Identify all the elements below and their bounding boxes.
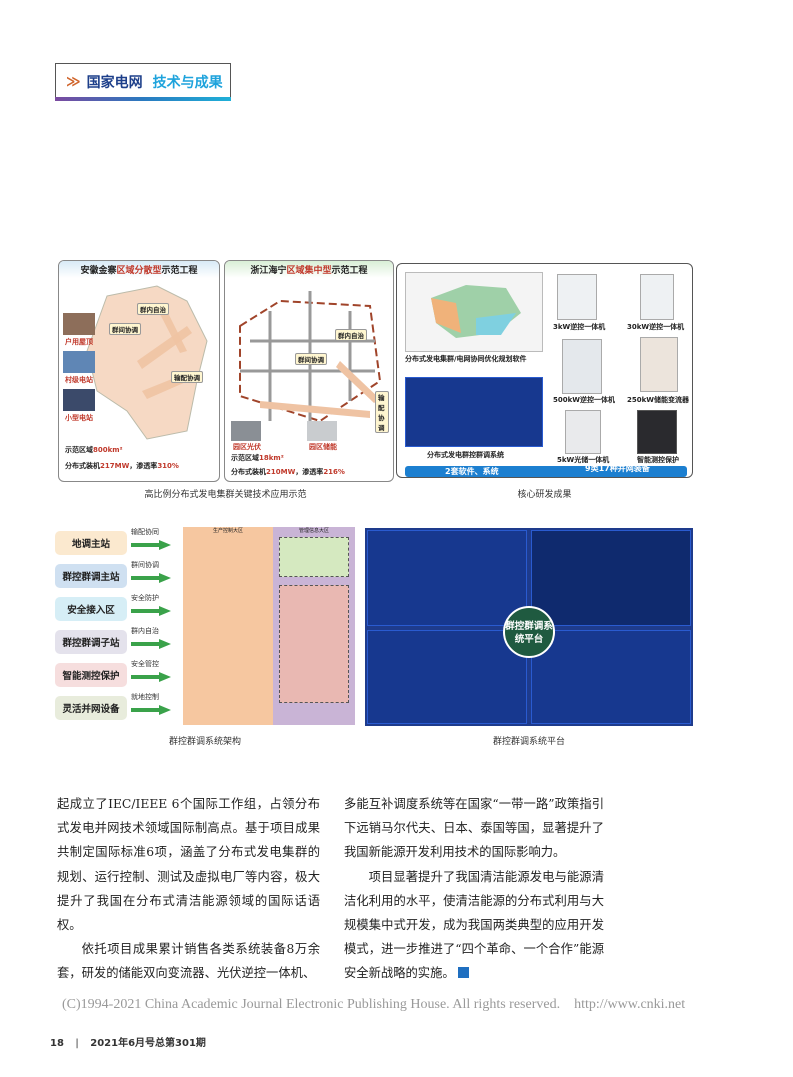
platform-screenshots: 群控群调系统平台 (365, 528, 693, 726)
photo-label: 村级电站 (65, 376, 93, 384)
layer-box: 安全接入区 (55, 597, 127, 621)
management-zone: 管理信息大区 (273, 527, 355, 725)
stat-area: 示范区域18km² (231, 454, 284, 462)
subsection-name: 技术与成果 (152, 74, 223, 91)
photo (231, 421, 261, 441)
map-label: 群内自治 (335, 329, 367, 341)
arrow-icon (131, 672, 171, 682)
arrow-icon (131, 705, 171, 715)
text-column-left: 起成立了IEC/IEEE 6个国际工作组，占领分布式发电并网技术领域国际制高点。… (57, 792, 320, 986)
photo-label: 园区光伏 (233, 443, 261, 451)
photo-label: 小型电站 (65, 414, 93, 422)
photo (63, 351, 95, 373)
results-banner: 2套软件、系统 9类17种并网装备 (405, 464, 687, 477)
figure2-caption: 核心研发成果 (517, 490, 572, 500)
banner-right: 9类17种并网装备 (585, 464, 650, 473)
haining-map-panel: 浙江海宁区域集中型示范工程 群内自治 群间协调 输配协调 园区光伏 园区储能 示… (224, 260, 394, 482)
layer-action: 安全防护 (131, 594, 159, 602)
core-results-panel: 分布式发电集群/电网协同优化规划软件 分布式发电群控群调系统 3kW逆控一体机 … (396, 263, 693, 478)
jinzhai-map-panel: 安徽金寨区域分散型示范工程 群内自治 群间协调 输配协调 户用屋顶 村级电站 小… (58, 260, 220, 482)
device-label: 智能测控保护 (637, 456, 679, 464)
stat-capacity: 分布式装机210MW，渗透率216% (231, 468, 345, 476)
photo (63, 389, 95, 411)
copyright-notice: (C)1994-2021 China Academic Journal Elec… (62, 997, 686, 1012)
layer-box: 智能测控保护 (55, 663, 127, 687)
chevron-icon: ≫ (66, 73, 81, 90)
layer-action: 就地控制 (131, 693, 159, 701)
section-tag: ≫ 国家电网 技术与成果 (55, 63, 231, 99)
layer-box: 灵活并网设备 (55, 696, 127, 720)
device-label: 3kW逆控一体机 (553, 323, 606, 331)
screen-topright (531, 530, 691, 626)
footer-separator: | (75, 1038, 79, 1049)
screen-bottomright (531, 630, 691, 724)
layer-box: 群控群调子站 (55, 630, 127, 654)
page-footer: 18 | 2021年6月号总第301期 (50, 1034, 206, 1049)
paragraph: 起成立了IEC/IEEE 6个国际工作组，占领分布式发电并网技术领域国际制高点。… (57, 797, 320, 933)
end-mark-icon (457, 967, 469, 979)
map-label: 群间协调 (109, 323, 141, 335)
issue-info: 2021年6月号总第301期 (90, 1038, 206, 1049)
layer-action: 群内自治 (131, 627, 159, 635)
device-image (640, 274, 674, 320)
paragraph: 依托项目成果累计销售各类系统装备8万余套，研发的储能双向变流器、光伏逆控一体机、 (57, 942, 320, 981)
software-label: 分布式发电集群/电网协同优化规划软件 (405, 355, 527, 363)
screen-topleft (367, 530, 527, 626)
layer-box: 地调主站 (55, 531, 127, 555)
planning-software-screenshot (405, 272, 543, 352)
layer-action: 群间协调 (131, 561, 159, 569)
layer-box: 群控群调主站 (55, 564, 127, 588)
map-image (239, 291, 382, 431)
zone-label: 管理信息大区 (298, 528, 329, 534)
architecture-diagram: 地调主站 输配协同 群控群调主站 群间协调 安全接入区 安全防护 群控群调子站 … (55, 523, 355, 728)
photo (63, 313, 95, 335)
page-number: 18 (50, 1038, 64, 1049)
photo-label: 园区储能 (309, 443, 337, 451)
layer-action: 输配协同 (131, 528, 159, 536)
text-column-right: 多能互补调度系统等在国家“一带一路”政策指引下远销马尔代夫、日本、泰国等国，显著… (344, 792, 604, 986)
device-image (565, 410, 601, 454)
stat-capacity: 分布式装机217MW，渗透率310% (65, 462, 179, 470)
banner-left: 2套软件、系统 (445, 467, 499, 476)
device-label: 5kW光储一体机 (557, 456, 610, 464)
device-image (637, 410, 677, 454)
device-image (562, 339, 602, 394)
production-zone: 生产控制大区 (183, 527, 273, 725)
photo (307, 421, 337, 441)
control-system-screenshot (405, 377, 543, 447)
software-label: 分布式发电群控群调系统 (427, 451, 504, 459)
map-label: 输配协调 (375, 391, 389, 433)
device-image (640, 337, 678, 392)
device-image (557, 274, 597, 320)
device-label: 500kW逆控一体机 (553, 396, 615, 404)
layer-action: 安全管控 (131, 660, 159, 668)
paragraph: 项目显著提升了我国清洁能源发电与能源清洁化利用的水平，使清洁能源的分布式利用与大… (344, 869, 604, 981)
device-label: 250kW储能变流器 (627, 396, 689, 404)
arrow-icon (131, 540, 171, 550)
device-label: 30kW逆控一体机 (627, 323, 685, 331)
panel-title: 浙江海宁区域集中型示范工程 (225, 261, 393, 278)
figure3-caption: 群控群调系统架构 (168, 737, 241, 747)
arrow-icon (131, 573, 171, 583)
section-name: 国家电网 (86, 74, 143, 91)
zone-label: 生产控制大区 (212, 528, 243, 534)
platform-badge: 群控群调系统平台 (503, 606, 555, 658)
tag-underline (55, 97, 231, 101)
panel-title: 安徽金寨区域分散型示范工程 (59, 261, 219, 278)
map-label: 群间协调 (295, 353, 327, 365)
map-label: 输配协调 (171, 371, 203, 383)
stat-area: 示范区域800km² (65, 446, 123, 454)
photo-label: 户用屋顶 (65, 338, 93, 346)
figure4-caption: 群控群调系统平台 (492, 737, 565, 747)
paragraph: 多能互补调度系统等在国家“一带一路”政策指引下远销马尔代夫、日本、泰国等国，显著… (344, 797, 604, 860)
map-label: 群内自治 (137, 303, 169, 315)
arrow-icon (131, 639, 171, 649)
screen-bottomleft (367, 630, 527, 724)
figure1-caption: 高比例分布式发电集群关键技术应用示范 (144, 490, 307, 500)
arrow-icon (131, 606, 171, 616)
